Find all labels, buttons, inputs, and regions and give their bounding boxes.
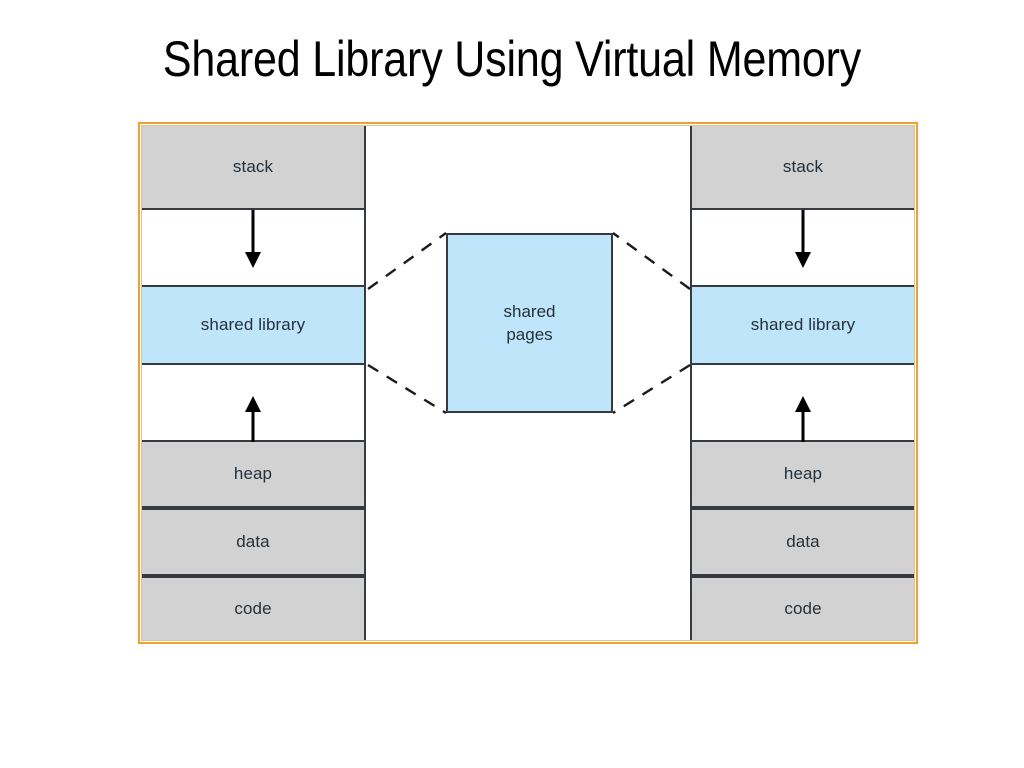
segment-label: heap: [783, 464, 823, 483]
segment-heap-left[interactable]: heap: [142, 440, 364, 508]
arrow-up-icon: [795, 396, 811, 442]
arrow-shaft: [801, 210, 805, 255]
segment-label: stack: [782, 157, 824, 176]
segment-label: stack: [232, 157, 274, 176]
arrow-head: [245, 252, 261, 268]
segment-label: data: [236, 532, 270, 551]
segment-label: code: [784, 599, 822, 618]
segment-label: heap: [233, 464, 273, 483]
shared-pages-block[interactable]: shared pages: [446, 233, 613, 413]
arrow-head: [795, 252, 811, 268]
arrow-down-icon: [245, 210, 261, 270]
arrow-shaft: [251, 408, 255, 442]
arrow-head: [795, 396, 811, 412]
page-title: Shared Library Using Virtual Memory: [162, 31, 862, 87]
segment-shared-library-right[interactable]: shared library: [692, 285, 914, 365]
shared-pages-label-line2: pages: [506, 325, 553, 344]
segment-data-left[interactable]: data: [142, 508, 364, 576]
arrow-down-icon: [795, 210, 811, 270]
segment-label: shared library: [200, 315, 306, 334]
arrow-shaft: [251, 210, 255, 255]
segment-label: code: [234, 599, 272, 618]
memory-layout-diagram: stack shared library heap data code: [138, 122, 918, 644]
diagram-frame-inner: [141, 125, 915, 641]
arrow-head: [245, 396, 261, 412]
process-right-column: stack shared library heap data code: [690, 126, 914, 640]
segment-shared-library-left[interactable]: shared library: [142, 285, 364, 365]
shared-pages-label-line1: shared: [503, 302, 556, 321]
segment-label: data: [786, 532, 820, 551]
segment-code-right[interactable]: code: [692, 576, 914, 640]
segment-label: shared library: [750, 315, 856, 334]
segment-data-right[interactable]: data: [692, 508, 914, 576]
segment-heap-right[interactable]: heap: [692, 440, 914, 508]
segment-code-left[interactable]: code: [142, 576, 364, 640]
arrow-shaft: [801, 408, 805, 442]
segment-stack-right[interactable]: stack: [692, 126, 914, 210]
arrow-up-icon: [245, 396, 261, 442]
segment-stack-left[interactable]: stack: [142, 126, 364, 210]
process-left-column: stack shared library heap data code: [142, 126, 366, 640]
